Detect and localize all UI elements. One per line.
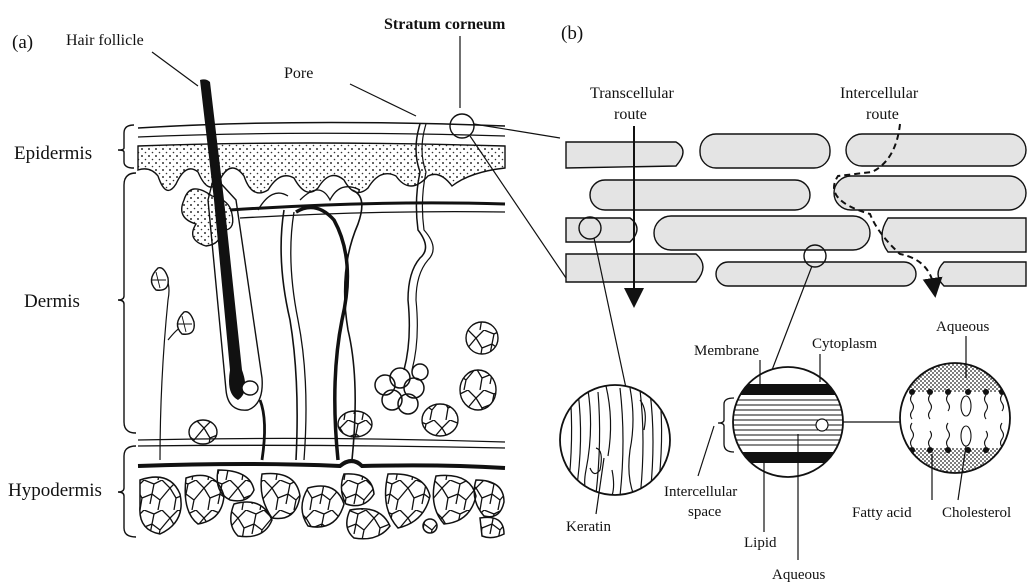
intercellular-space-zoom [730, 367, 850, 477]
panel-a-letter: (a) [12, 32, 33, 53]
lipid-label: Lipid [744, 535, 777, 551]
intercellular-label-line2: route [866, 106, 899, 123]
nerve-fiber [160, 270, 169, 460]
cholesterol-label: Cholesterol [942, 505, 1011, 521]
hypodermis-brace [118, 446, 136, 537]
aqueous-bottom-label: Aqueous [772, 567, 825, 583]
hypodermis-fat [140, 470, 504, 539]
dermis-label: Dermis [24, 291, 80, 312]
skin-cross-section [138, 79, 505, 538]
aqueous-top-label: Aqueous [936, 319, 989, 335]
keratin-label: Keratin [566, 519, 611, 535]
dermis-brace [118, 173, 136, 433]
intercellular-space-label-line2: space [688, 504, 722, 520]
epidermis-label: Epidermis [14, 143, 92, 164]
intercellular-label-line1: Intercellular [840, 85, 919, 102]
hair-follicle-label: Hair follicle [66, 32, 144, 49]
stratum-corneum-label: Stratum corneum [384, 16, 506, 33]
panel-b: (b) Transcellular route Intercellular ro… [560, 23, 1026, 583]
epidermis-layer [138, 143, 505, 193]
fatty-acid-label: Fatty acid [852, 505, 912, 521]
epidermis-brace [118, 125, 134, 168]
cytoplasm-label: Cytoplasm [812, 336, 877, 352]
pore-pointer [350, 84, 416, 116]
keratin-zoom [560, 385, 670, 500]
intercellular-space-label-line1: Intercellular [664, 484, 737, 500]
membrane-label: Membrane [694, 343, 759, 359]
lipid-molecule-zoom [900, 362, 1010, 476]
pore-label: Pore [284, 65, 313, 82]
panel-b-letter: (b) [561, 23, 583, 44]
hypodermis-label: Hypodermis [8, 480, 102, 501]
panel-a: (a) Hair follicle Pore Stratum corneum E… [8, 16, 566, 539]
transcellular-label-line2: route [614, 106, 647, 123]
hair-follicle-pointer [152, 52, 198, 86]
sweat-gland-coil [375, 364, 428, 414]
transcellular-label-line1: Transcellular [590, 85, 675, 102]
